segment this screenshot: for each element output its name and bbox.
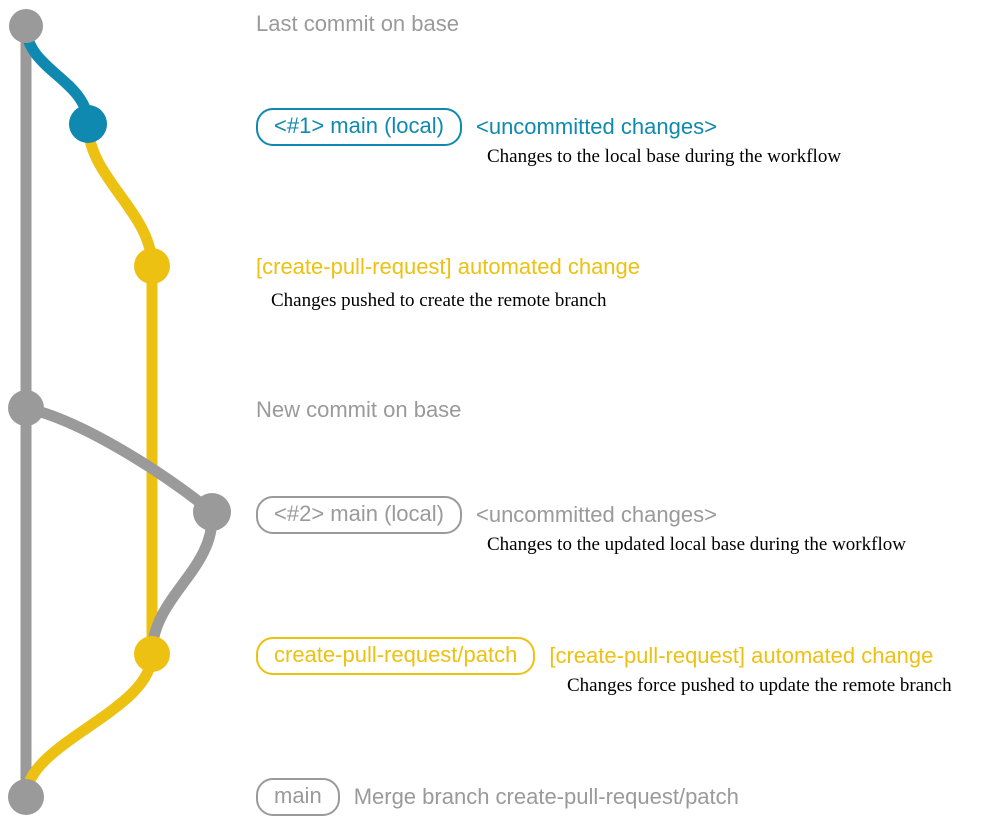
badge-row: main Merge branch create-pull-request/pa…: [256, 778, 739, 816]
ref-badge-local-main-2[interactable]: <#2> main (local): [256, 496, 462, 534]
commit-message: [create-pull-request] automated change: [549, 643, 934, 668]
ref-badge-local-main-1[interactable]: <#1> main (local): [256, 108, 462, 146]
commit-message: <uncommitted changes>: [475, 502, 717, 527]
graph-row-new-commit-on-base: New commit on base: [256, 397, 461, 423]
graph-edge-base-to-local2: [20, 402, 218, 518]
commit-node-patch-2[interactable]: [134, 636, 170, 672]
commit-note-local-main-1: Changes to the local base during the wor…: [487, 146, 842, 167]
graph-row-merge-commit: main Merge branch create-pull-request/pa…: [256, 778, 739, 816]
graph-row-automated-change-2: create-pull-request/patch [create-pull-r…: [256, 637, 933, 675]
graph-row-automated-change-1: [create-pull-request] automated change: [256, 254, 640, 280]
commit-node-local-1[interactable]: [69, 105, 107, 143]
commit-node-base-merge[interactable]: [8, 779, 44, 815]
graph-row-last-commit-on-base: Last commit on base: [256, 11, 459, 37]
commit-node-patch-1[interactable]: [134, 248, 170, 284]
commit-note-automated-change-2: Changes force pushed to update the remot…: [567, 675, 952, 696]
commit-message: <uncommitted changes>: [475, 114, 717, 139]
ref-badge-main[interactable]: main: [256, 778, 340, 816]
graph-edge-patch2-to-merge: [20, 648, 158, 803]
badge-row: create-pull-request/patch [create-pull-r…: [256, 637, 933, 675]
commit-node-base-new[interactable]: [8, 390, 44, 426]
commit-message: Merge branch create-pull-request/patch: [353, 784, 739, 809]
graph-row-local-main-2: <#2> main (local) <uncommitted changes>: [256, 496, 717, 534]
commit-node-local-2[interactable]: [193, 493, 231, 531]
graph-row-local-main-1: <#1> main (local) <uncommitted changes>: [256, 108, 717, 146]
ref-badge-create-pull-request-patch[interactable]: create-pull-request/patch: [256, 637, 536, 675]
commit-message: New commit on base: [256, 397, 462, 422]
badge-row: <#2> main (local) <uncommitted changes>: [256, 496, 717, 534]
commit-node-base-top[interactable]: [9, 9, 43, 43]
commit-note-local-main-2: Changes to the updated local base during…: [487, 534, 906, 555]
badge-row: <#1> main (local) <uncommitted changes>: [256, 108, 717, 146]
commit-message: [create-pull-request] automated change: [256, 254, 641, 279]
commit-note-automated-change-1: Changes pushed to create the remote bran…: [271, 290, 607, 311]
graph-edge-local2-to-patch2: [146, 506, 218, 660]
commit-message: Last commit on base: [256, 11, 459, 36]
